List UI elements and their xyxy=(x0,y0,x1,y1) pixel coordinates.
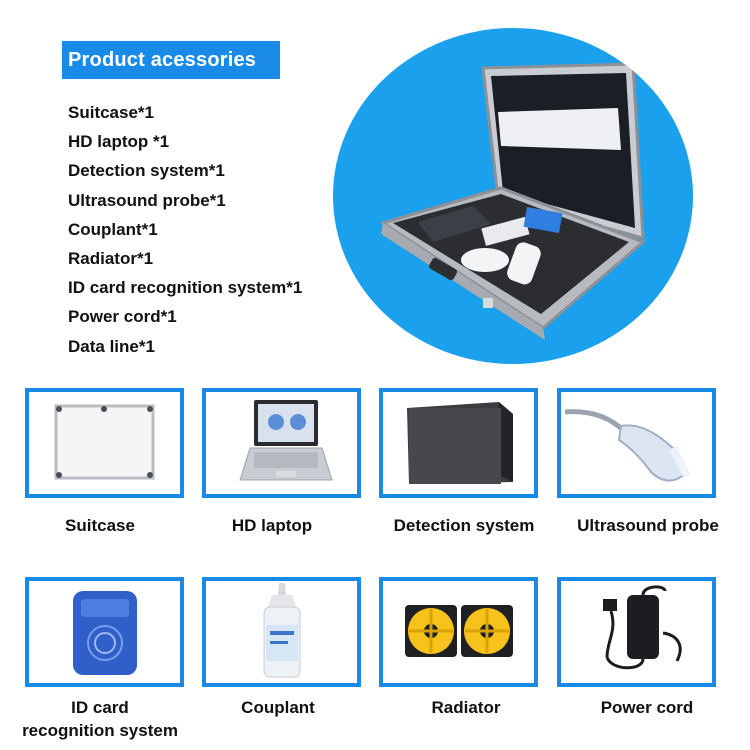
product-caption: Power cord xyxy=(600,698,694,717)
product-caption: Radiator xyxy=(431,698,501,717)
accessory-item: Couplant*1 xyxy=(68,219,158,239)
product-caption: HD laptop xyxy=(231,516,313,535)
product-caption: Detection system xyxy=(393,516,535,535)
product-caption: Suitcase xyxy=(65,516,135,535)
product-tile-suitcase xyxy=(25,388,184,498)
whiteboard-case-icon xyxy=(54,404,155,480)
laptop-icon xyxy=(239,400,333,481)
gel-bottle-icon xyxy=(263,583,301,678)
product-tile-ultrasound-probe xyxy=(557,388,716,498)
fan-icon xyxy=(405,605,513,657)
product-caption-line2: recognition system xyxy=(22,721,178,740)
product-tile-laptop xyxy=(202,388,361,498)
accessory-item: Power cord*1 xyxy=(68,307,177,327)
product-caption: Couplant xyxy=(241,698,315,717)
product-caption: Ultrasound probe xyxy=(577,516,719,535)
hero-suitcase-image xyxy=(333,28,693,364)
product-tile-power-cord xyxy=(557,577,716,687)
accessory-item: ID card recognition system*1 xyxy=(68,278,303,298)
product-tile-id-card-reader xyxy=(25,577,184,687)
open-suitcase-icon xyxy=(379,62,646,340)
accessory-item: HD laptop *1 xyxy=(68,132,170,152)
black-box-icon xyxy=(407,402,513,484)
accessory-item: Radiator*1 xyxy=(68,248,154,268)
product-tile-detection-system xyxy=(379,388,538,498)
accessory-item: Data line*1 xyxy=(68,336,155,356)
card-reader-icon xyxy=(73,591,137,675)
power-adapter-icon xyxy=(603,585,682,670)
accessory-item: Suitcase*1 xyxy=(68,103,154,122)
product-tile-radiator xyxy=(379,577,538,687)
product-tile-couplant xyxy=(202,577,361,687)
accessory-item: Detection system*1 xyxy=(68,161,225,181)
product-caption-line1: ID card xyxy=(71,698,129,717)
accessory-list: Suitcase*1 HD laptop *1 Detection system… xyxy=(68,98,302,361)
accessory-item: Ultrasound probe*1 xyxy=(68,190,226,210)
probe-icon xyxy=(564,409,691,482)
product-accessories-title: Product acessories xyxy=(62,41,280,79)
